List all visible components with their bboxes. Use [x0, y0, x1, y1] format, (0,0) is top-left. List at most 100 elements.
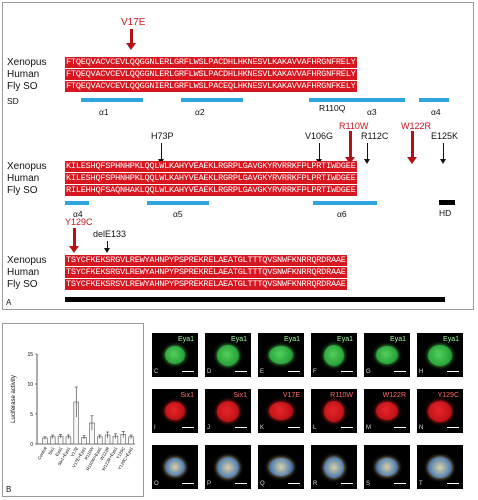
micrograph-cell: P	[205, 445, 251, 489]
sequence-row: FTQEQVACVCEVLQQGGNLERLGRFLWSLPACDHLHKNES…	[65, 69, 357, 80]
mutation-arrow	[407, 131, 417, 164]
micrograph-cell: Q	[258, 445, 304, 489]
x-tick-label: Six1	[47, 445, 56, 455]
scale-bar	[235, 426, 247, 428]
hd-bar	[65, 297, 445, 302]
helix-label: α4	[431, 107, 441, 117]
stain-label: Eya1	[337, 336, 353, 343]
scale-bar	[341, 482, 353, 484]
nucleus	[269, 402, 293, 420]
helix-label: α2	[195, 107, 205, 117]
scale-bar	[394, 482, 406, 484]
cell-letter: T	[419, 481, 423, 487]
helix-label: α6	[337, 209, 347, 219]
mutation-arrow	[158, 143, 164, 164]
helix-bar	[147, 201, 209, 205]
micrograph-cell: S	[364, 445, 410, 489]
nucleus	[165, 402, 185, 420]
nucleus	[324, 456, 344, 478]
stain-label: Eya1	[390, 336, 406, 343]
stain-label: Eya1	[443, 336, 459, 343]
helix-label: α5	[173, 209, 183, 219]
micrograph-cell: R	[311, 445, 357, 489]
stain-label: Eya1	[231, 336, 247, 343]
nucleus	[217, 456, 239, 478]
helix-bar	[65, 201, 89, 205]
scale-bar	[288, 426, 300, 428]
x-tick-label: Control	[37, 446, 48, 461]
cell-letter: N	[419, 425, 424, 431]
species-label: Fly SO	[7, 279, 38, 290]
nucleus	[324, 344, 344, 366]
cell-letter: C	[154, 369, 159, 375]
helix-bar	[309, 98, 405, 102]
nucleus	[269, 458, 293, 476]
stain-label: Y129C	[437, 392, 459, 399]
cell-letter: M	[366, 425, 371, 431]
y-tick-label: 10	[27, 382, 33, 388]
helix-bar	[419, 98, 449, 102]
cell-letter: O	[154, 481, 159, 487]
nucleus	[324, 400, 344, 422]
stain-label: Eya1	[284, 336, 300, 343]
mutation-label: H73P	[151, 131, 174, 141]
panel-label-b: B	[6, 485, 12, 494]
scale-bar	[394, 426, 406, 428]
micrograph-cell: T	[417, 445, 463, 489]
helix-bar	[181, 98, 243, 102]
cell-letter: F	[313, 369, 317, 375]
helix-label: α3	[367, 107, 377, 117]
stain-label: V17E	[282, 392, 300, 399]
scale-bar	[447, 482, 459, 484]
hd-label: HD	[439, 208, 452, 218]
sd-label: SD	[7, 96, 19, 106]
cell-letter: G	[366, 369, 371, 375]
cell-letter: E	[260, 369, 265, 375]
cell-letter: H	[419, 369, 424, 375]
y-axis-label: Luciferase activity	[11, 375, 17, 423]
mutation-arrow	[69, 228, 79, 253]
nucleus	[428, 456, 452, 478]
cell-letter: K	[260, 425, 265, 431]
stain-label: W122R	[382, 392, 406, 399]
species-label: Fly SO	[7, 81, 38, 92]
cell-letter: S	[366, 481, 371, 487]
nucleus	[165, 346, 185, 364]
nucleus	[165, 458, 185, 476]
sequence-row: FTQEQVACVCEVLQQGGNLERLGRFLWSLPACDHLHKNES…	[65, 57, 357, 68]
mutation-label: R110W	[339, 121, 369, 131]
scale-bar	[341, 370, 353, 372]
alignment-panel: A V17E Xenopus Human Fly SO FTQEQVACVCEV…	[2, 2, 474, 310]
mutation-arrow	[126, 29, 136, 50]
sequence-row: KILESHQFSPHNHPKLQQLWLKAHYVEAEKLRGRPLGAVG…	[65, 173, 357, 184]
panel-label-a: A	[6, 298, 12, 307]
x-tick-label: V17E	[70, 446, 80, 458]
species-label: Xenopus	[7, 161, 47, 172]
sequence-row: FTQEQVACVCEVLQQGGNIERLGRFLWSLPACEQLHKNES…	[65, 81, 357, 92]
scale-bar	[182, 482, 194, 484]
nucleus	[217, 400, 239, 422]
sequence-row: TSYCFKEKSRSVLREWYAHNPYPSPREKRELAEATGLTTT…	[65, 279, 347, 290]
mutation-label: E125K	[431, 131, 459, 141]
scale-bar	[182, 426, 194, 428]
mutation-arrow	[364, 143, 370, 164]
helix-bar	[81, 98, 143, 102]
micrograph-cell: W122R M	[364, 389, 410, 433]
mutation-label: W122R	[401, 121, 432, 131]
nucleus	[376, 458, 398, 476]
x-tick-label: W122R	[99, 446, 110, 461]
species-label: Xenopus	[7, 57, 47, 68]
helix-label: α4	[73, 209, 83, 219]
y-tick-label: 5	[30, 412, 33, 418]
scale-bar	[235, 370, 247, 372]
mutation-arrow	[316, 143, 322, 164]
helix-label: α1	[99, 107, 109, 117]
